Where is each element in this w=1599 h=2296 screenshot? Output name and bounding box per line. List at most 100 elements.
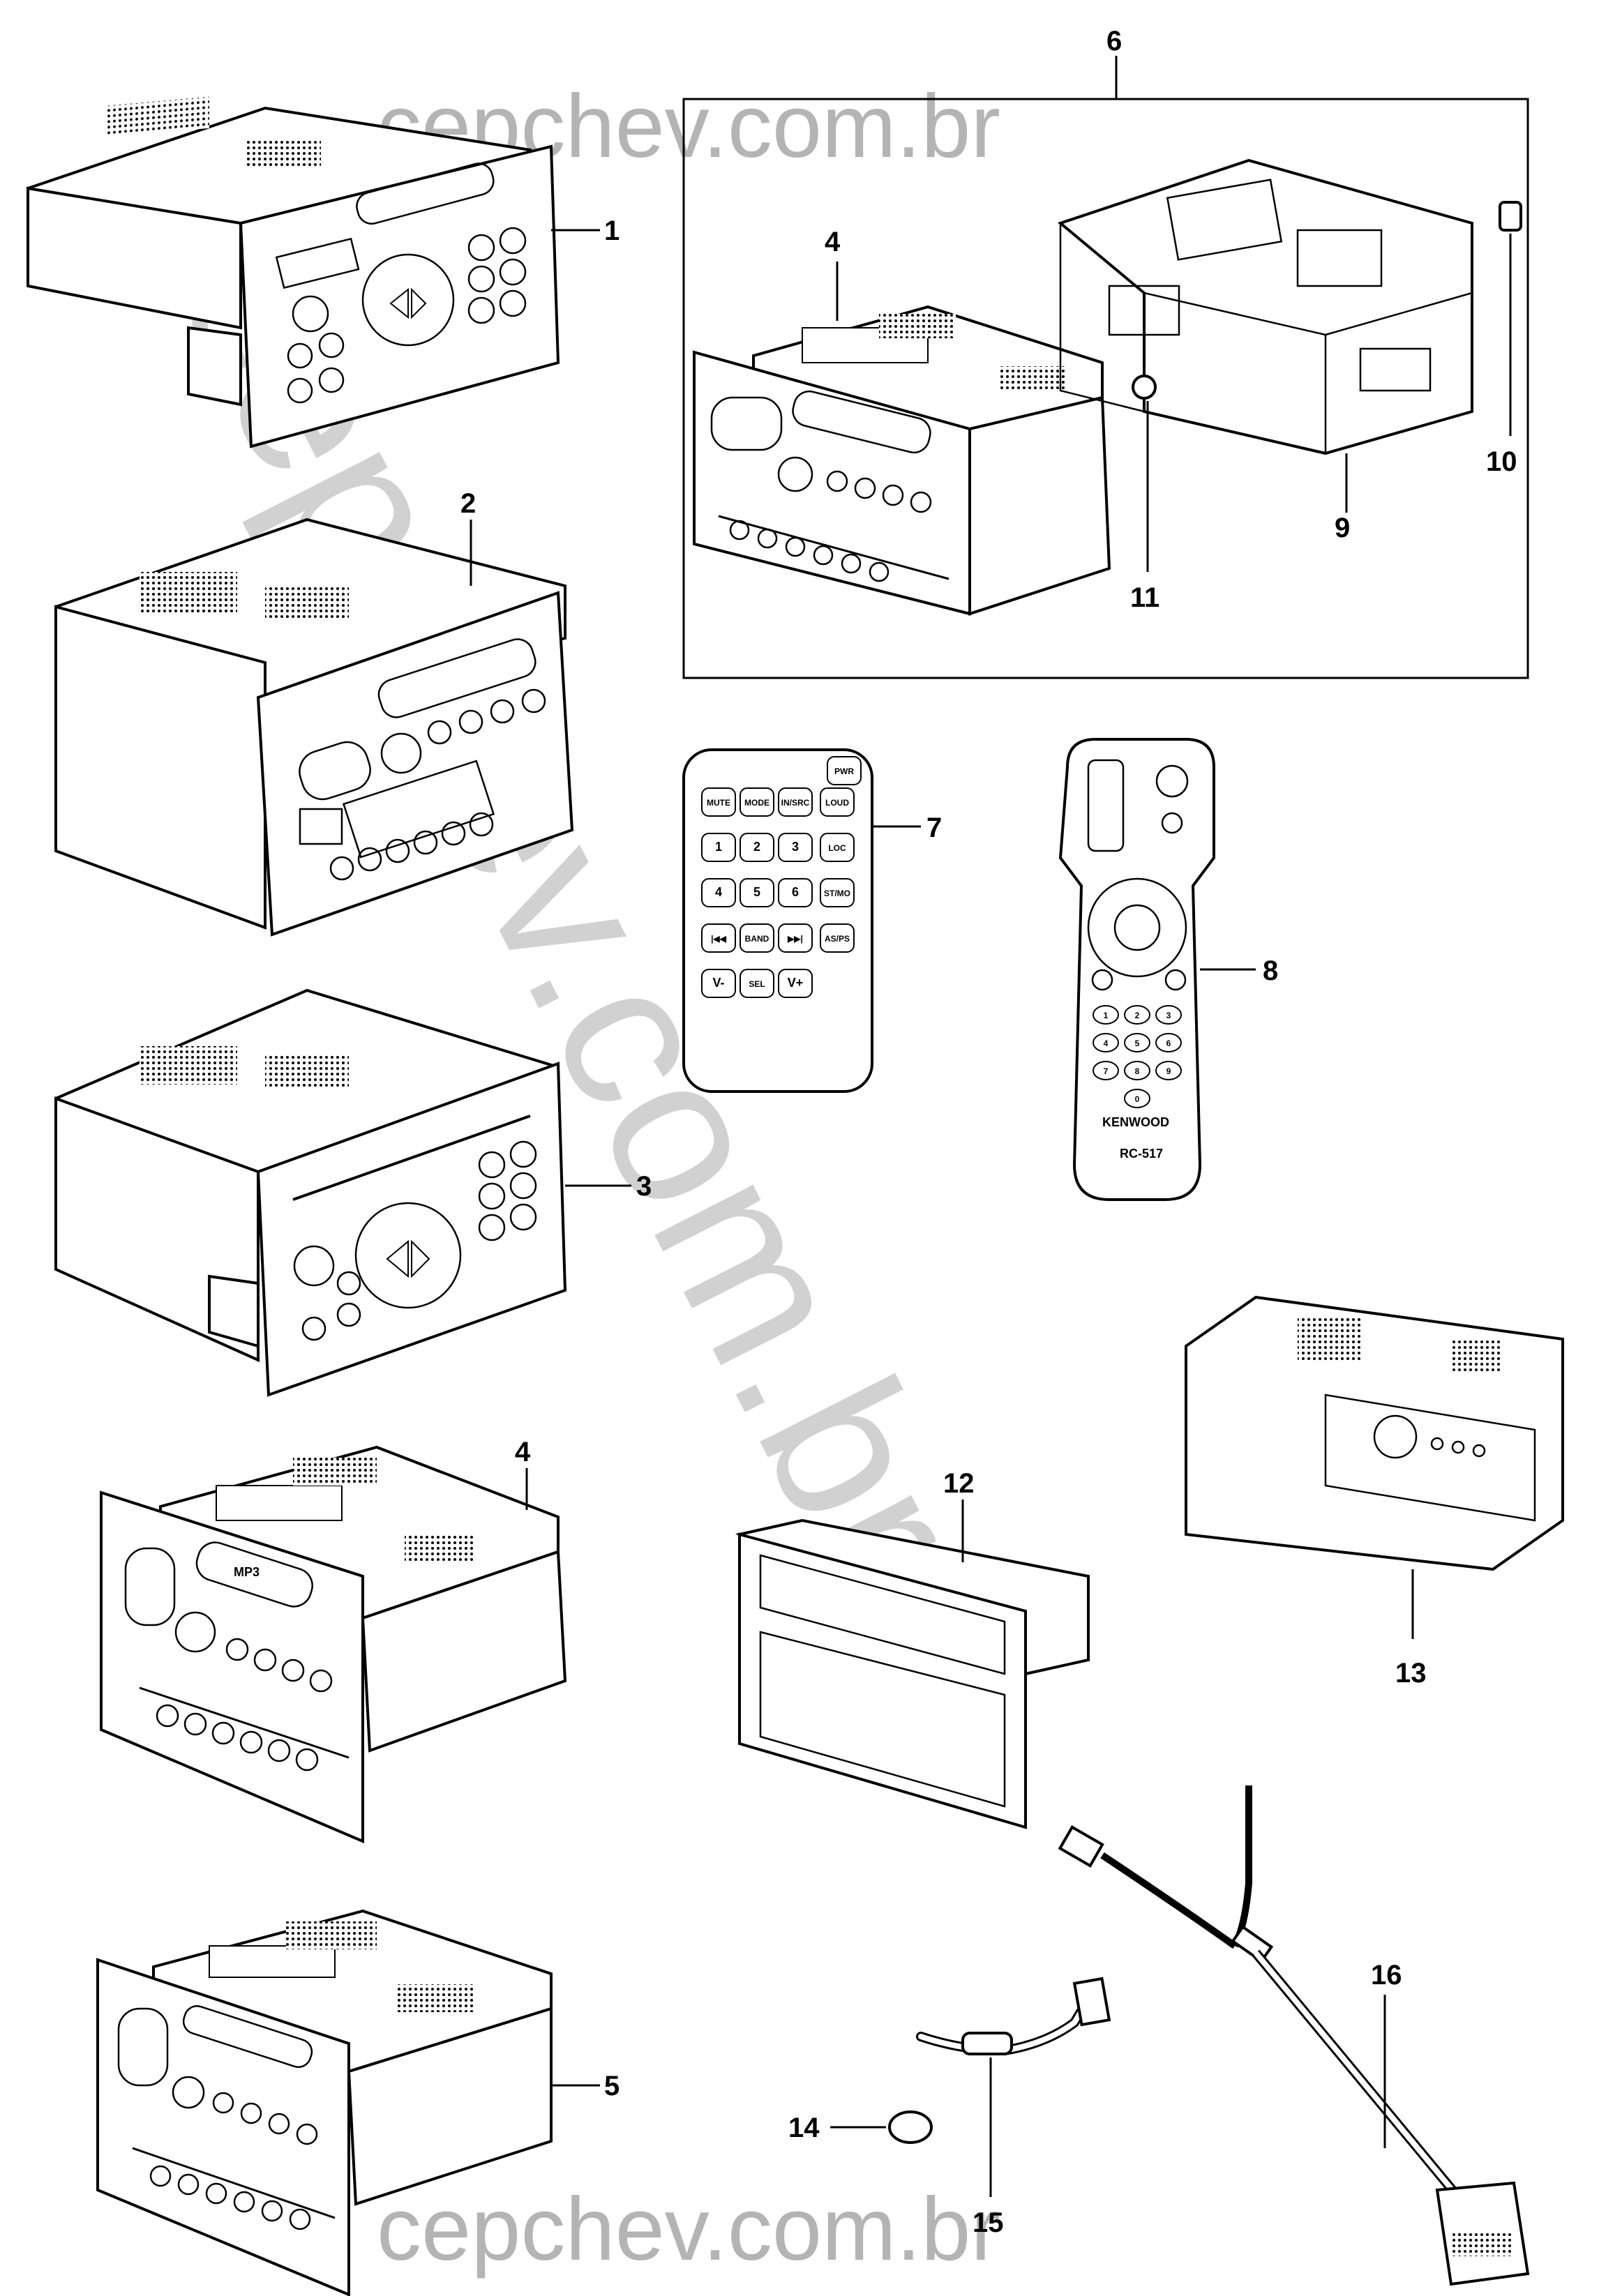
callout-3: 3 [636, 1171, 652, 1202]
remote7-button-label: V+ [788, 976, 804, 990]
remote7-button-label: LOC [828, 843, 846, 853]
clip-10: 10 [1486, 201, 1522, 477]
remote-control-7: PWR MUTE MODE IN/SRC LOUD 1 2 3 LOC 4 5 6 ST/MO |◀◀ BA… [682, 748, 942, 1093]
remote8-key: 6 [1155, 1033, 1182, 1052]
remote7-button: ▶▶| [778, 923, 813, 953]
callout-11: 11 [1130, 582, 1159, 613]
callout-4-kit: 4 [825, 227, 841, 257]
din-pocket-12: 12 [735, 1468, 1090, 1829]
remote7-button: LOUD [820, 787, 855, 817]
radio-unit-2: 2 [54, 488, 574, 937]
remote7-button: V- [701, 969, 736, 998]
remote7-button-label: ▶▶| [787, 934, 803, 944]
callout-8: 8 [1263, 956, 1278, 986]
remote8-key: 0 [1124, 1089, 1150, 1108]
remote7-button: SEL [740, 969, 774, 998]
remote7-button-label: AS/PS [825, 934, 850, 944]
callout-14: 14 [788, 2113, 820, 2143]
remote8-key-label: 1 [1104, 1011, 1109, 1020]
remote7-button: MODE [740, 787, 774, 817]
remote7-button-label: IN/SRC [781, 798, 810, 808]
remote8-key: 2 [1124, 1005, 1150, 1025]
remote7-button: BAND [740, 923, 774, 953]
radio-unit-5: 5 [96, 1909, 620, 2296]
remote7-button: IN/SRC [778, 787, 813, 817]
remote8-key-label: 0 [1135, 1094, 1140, 1104]
remote7-buttons: PWR MUTE MODE IN/SRC LOUD 1 2 3 LOC 4 5 6 ST/MO |◀◀ BA… [701, 756, 862, 998]
remote7-button: V+ [778, 969, 813, 998]
callout-9: 9 [1335, 513, 1350, 543]
callout-7: 7 [926, 813, 942, 843]
remote7-button-label: 6 [792, 885, 799, 899]
remote7-button: 1 [701, 833, 736, 862]
callout-16: 16 [1371, 1960, 1402, 1991]
callout-6: 6 [1106, 26, 1122, 56]
callout-15: 15 [973, 2207, 1004, 2238]
radio-unit-4-in-kit: 4 [693, 227, 1111, 616]
remote7-button-label: ST/MO [824, 889, 850, 898]
remote7-button-label: 4 [715, 885, 722, 899]
radio-unit-3: 3 [54, 988, 652, 1397]
radio-unit-4: MP3 4 [100, 1437, 567, 1844]
remote8-key: 5 [1124, 1033, 1150, 1052]
radio-unit-1: 1 [27, 96, 620, 448]
callout-12: 12 [943, 1468, 975, 1499]
remote8-key: 3 [1155, 1005, 1182, 1025]
remote8-key-label: 7 [1104, 1066, 1109, 1076]
callout-10: 10 [1486, 446, 1517, 477]
callout-5: 5 [604, 2071, 620, 2101]
callout-13: 13 [1395, 1658, 1427, 1689]
antenna-cable-15: 15 [916, 1977, 1111, 2238]
remote8-buttons: 1 2 3 4 5 6 7 8 9 0 [1093, 1005, 1182, 1108]
remote8-key-label: 3 [1166, 1011, 1171, 1020]
remote8-key: 1 [1093, 1005, 1119, 1025]
wiring-harness-16: 16 [1058, 1785, 1530, 2286]
remote8-key-label: 4 [1104, 1039, 1109, 1048]
remote7-button: 3 [778, 833, 813, 862]
remote7-button: |◀◀ [701, 923, 736, 953]
remote8-key-label: 8 [1135, 1066, 1140, 1076]
remote8-key: 9 [1155, 1061, 1182, 1080]
callout-2: 2 [460, 488, 476, 519]
remote7-button: AS/PS [820, 923, 855, 953]
remote-control-8: 1 2 3 4 5 6 7 8 9 0 KENWOOD RC-517 8 [1058, 738, 1278, 1201]
remote8-key: 7 [1093, 1061, 1119, 1080]
remote7-button-label: V- [712, 976, 724, 990]
screw-11: 11 [1130, 375, 1159, 613]
remote7-button-label: 1 [715, 840, 722, 854]
remote7-button-label: BAND [745, 934, 770, 944]
remote7-button-label: |◀◀ [711, 934, 727, 944]
remote7-button: 6 [778, 878, 813, 907]
kenwood-model: RC-517 [1120, 1147, 1163, 1161]
bracket-cage-13: 13 [1185, 1295, 1564, 1689]
remote7-button: 2 [740, 833, 774, 862]
callout-4-left: 4 [515, 1437, 531, 1467]
remote7-button-label: LOUD [825, 798, 849, 808]
remote7-button: PWR [827, 756, 862, 785]
remote7-button-label: PWR [834, 766, 854, 776]
grommet-14: 14 [788, 2110, 933, 2144]
remote8-key-label: 2 [1135, 1011, 1140, 1020]
watermark-bottom: cepchev.com.br [377, 2180, 1000, 2279]
remote7-button: 4 [701, 878, 736, 907]
remote8-key: 4 [1093, 1033, 1119, 1052]
remote8-key-label: 6 [1166, 1039, 1171, 1048]
remote7-button: LOC [820, 833, 855, 862]
remote7-button-label: 5 [753, 885, 760, 899]
remote8-key-label: 5 [1135, 1039, 1140, 1048]
remote7-button: 5 [740, 878, 774, 907]
remote8-key: 8 [1124, 1061, 1150, 1080]
remote7-button-label: SEL [749, 979, 765, 989]
remote7-button-label: 3 [792, 840, 799, 854]
remote7-button-label: 2 [753, 840, 760, 854]
mounting-cage-9: 9 [1057, 158, 1473, 543]
remote7-button-label: MODE [744, 798, 770, 808]
remote8-key-label: 9 [1166, 1066, 1171, 1076]
remote7-button: ST/MO [820, 878, 855, 907]
kenwood-brand: KENWOOD [1102, 1115, 1169, 1129]
remote7-button-label: MUTE [707, 798, 730, 808]
mp3-badge: MP3 [234, 1565, 260, 1579]
callout-1: 1 [604, 216, 620, 246]
kit-frame-6: 6 [682, 26, 1529, 679]
